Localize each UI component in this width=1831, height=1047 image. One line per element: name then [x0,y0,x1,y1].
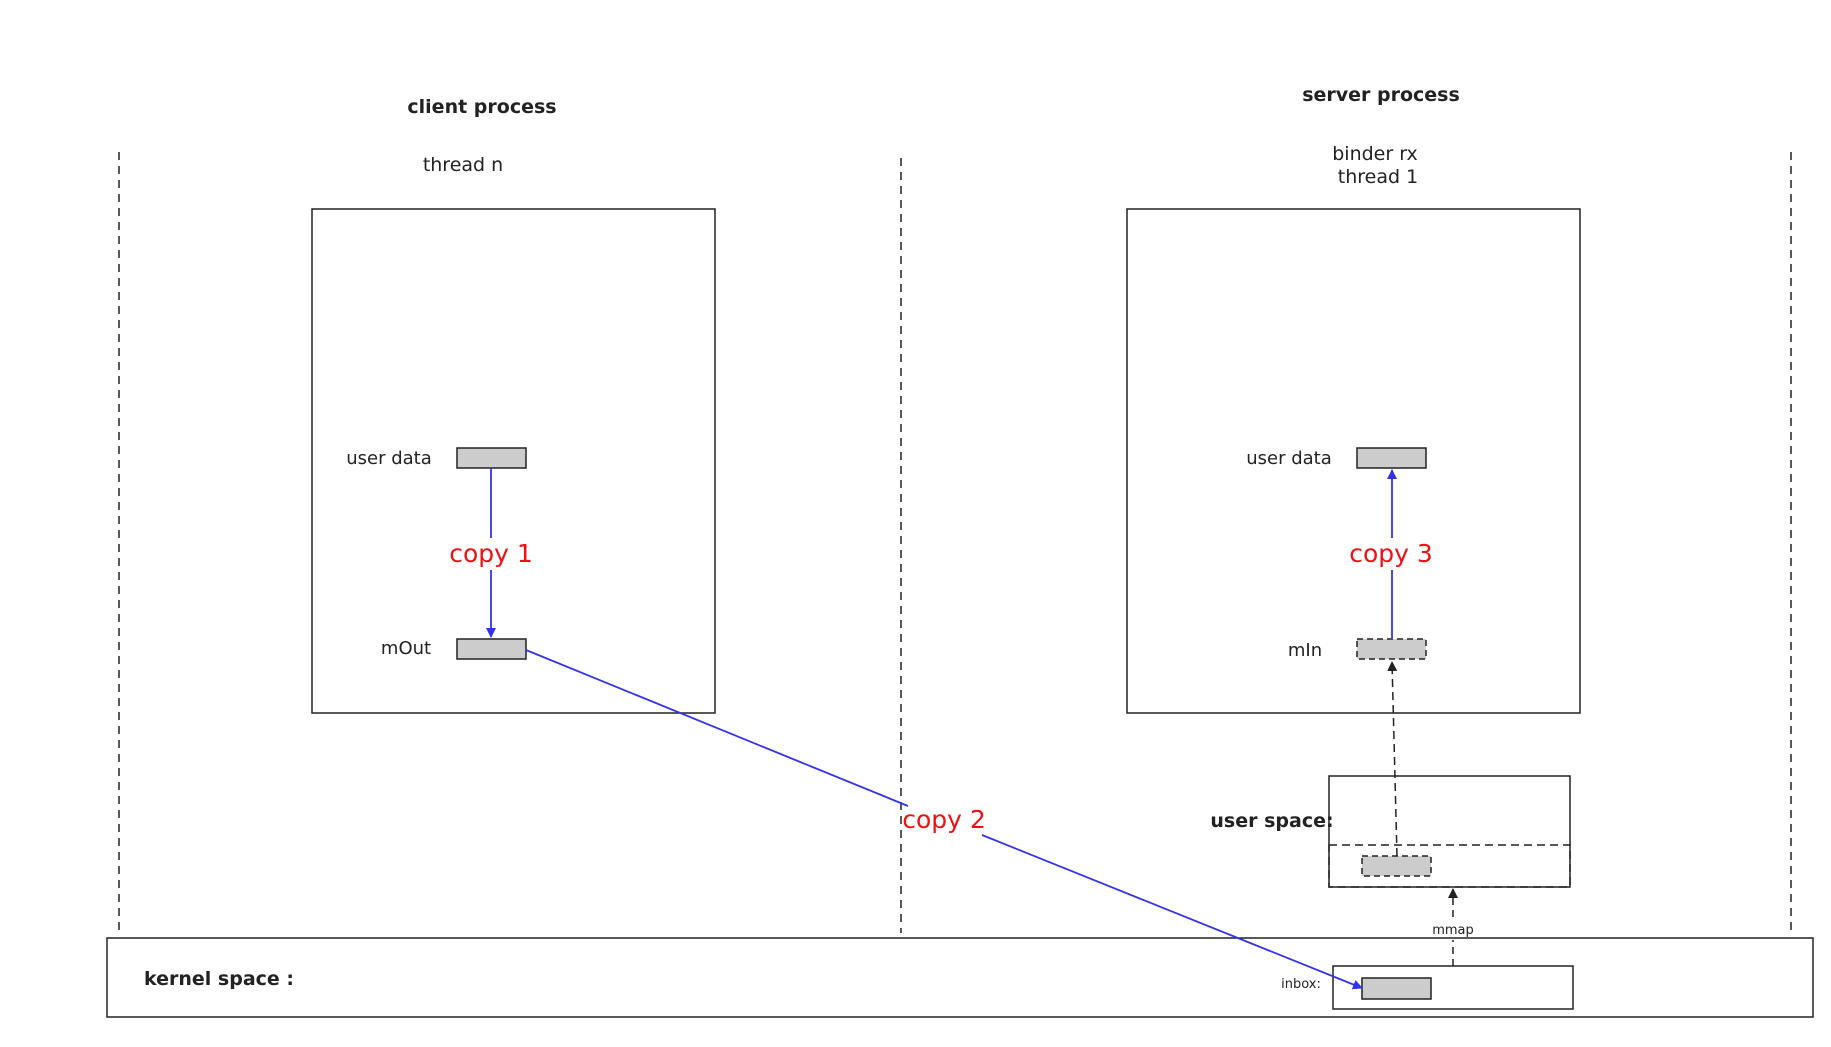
inbox-buffer [1361,977,1432,1000]
client-process-title: client process [407,96,556,118]
server-process-title: server process [1302,84,1460,106]
copy1-label: copy 1 [449,539,533,568]
user-space-mapped-buffer [1361,855,1432,877]
user-space-mapped-region [1328,844,1571,888]
kernel-space-box [106,937,1814,1018]
copy3-label: copy 3 [1349,539,1433,568]
mmap-label: mmap [1432,923,1474,938]
server-min-label: mIn [1288,640,1322,661]
client-user-data-label: user data [346,448,432,469]
mapped-to-min-dashed-arrow [1387,661,1398,857]
copy2-arrow [981,834,1363,990]
client-thread-box [311,208,716,714]
client-mout-label: mOut [381,638,431,659]
server-thread-label-line2: thread 1 [1338,166,1418,188]
client-thread-label: thread n [423,154,503,176]
server-thread-box [1126,208,1581,714]
server-user-data-label: user data [1246,448,1332,469]
server-min-buffer [1356,638,1427,660]
client-mout-buffer [456,638,527,660]
client-user-data-buffer [456,447,527,469]
server-user-data-buffer [1356,447,1427,469]
copy2-label: copy 2 [902,805,986,834]
kernel-space-label: kernel space : [144,968,294,990]
inbox-label: inbox: [1281,977,1321,992]
server-thread-label-line1: binder rx [1332,143,1418,165]
copy2-arrow-line-upper [525,649,909,807]
user-space-label: user space: [1210,810,1333,832]
